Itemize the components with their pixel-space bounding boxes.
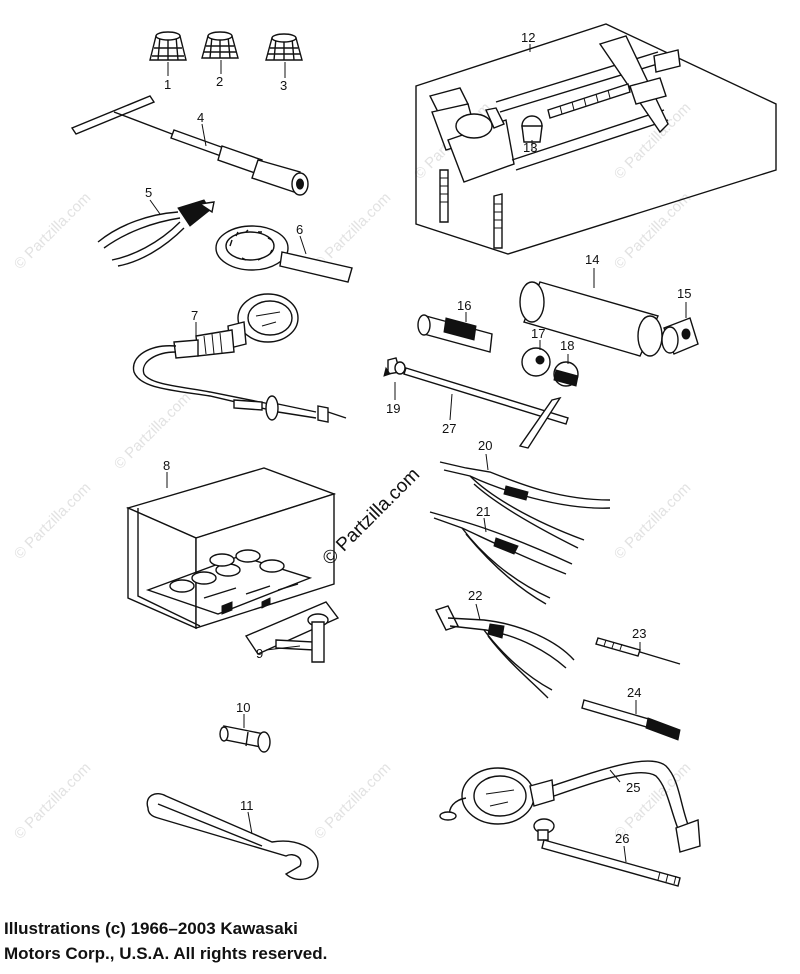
faint-watermark: © Partzilla.com <box>11 479 94 562</box>
label-1: 1 <box>164 77 171 92</box>
label-13: 13 <box>523 140 537 155</box>
label-27: 27 <box>442 421 456 436</box>
copyright-line-1: Illustrations (c) 1966–2003 Kawasaki <box>4 919 298 938</box>
tool-case-drawing <box>125 467 337 630</box>
label-2: 2 <box>216 74 223 89</box>
label-12: 12 <box>521 30 535 45</box>
label-3: 3 <box>280 78 287 93</box>
punch-drawing <box>595 637 681 665</box>
faint-watermark: © Partzilla.com <box>11 189 94 272</box>
label-6: 6 <box>296 222 303 237</box>
label-23: 23 <box>632 626 646 641</box>
label-26: 26 <box>615 831 629 846</box>
bearing-cone-2-drawing <box>201 31 239 59</box>
faint-watermark: © Partzilla.com <box>311 759 394 842</box>
faint-watermark: © Partzilla.com <box>611 189 694 272</box>
label-24: 24 <box>627 685 641 700</box>
faint-watermarks: © Partzilla.com© Partzilla.com© Partzill… <box>11 99 694 842</box>
hook-spanner-drawing <box>146 792 319 881</box>
label-19: 19 <box>386 401 400 416</box>
cutters-drawing <box>97 199 215 267</box>
label-25: 25 <box>626 780 640 795</box>
label-8: 8 <box>163 458 170 473</box>
gauge-hose-drawing <box>439 760 701 853</box>
faint-watermark: © Partzilla.com <box>111 389 194 472</box>
socket-drawing <box>219 725 271 753</box>
bearing-puller-drawing <box>415 23 777 255</box>
faint-watermark: © Partzilla.com <box>311 189 394 272</box>
bearing-cone-3-drawing <box>265 33 303 61</box>
adapter-drawing <box>533 818 681 887</box>
label-16: 16 <box>457 298 471 313</box>
t-handle-driver-drawing <box>70 95 309 196</box>
faint-watermark: © Partzilla.com <box>11 759 94 842</box>
faint-watermark: © Partzilla.com <box>611 479 694 562</box>
label-10: 10 <box>236 700 250 715</box>
pin-tool-drawing <box>581 699 681 741</box>
label-17: 17 <box>531 326 545 341</box>
driver-set-drawing <box>383 314 579 449</box>
driver-tube-drawing <box>519 281 699 357</box>
compression-gauge-drawing <box>132 293 347 423</box>
label-15: 15 <box>677 286 691 301</box>
circlip-pliers-drawing <box>429 461 611 605</box>
copyright-footer: Illustrations (c) 1966–2003 Kawasaki Mot… <box>4 916 327 966</box>
label-4: 4 <box>197 110 204 125</box>
label-11: 11 <box>240 798 254 813</box>
label-18: 18 <box>560 338 574 353</box>
label-5: 5 <box>145 185 152 200</box>
label-22: 22 <box>468 588 482 603</box>
spanner-ring-drawing <box>215 225 353 283</box>
label-7: 7 <box>191 308 198 323</box>
label-14: 14 <box>585 252 599 267</box>
label-9: 9 <box>256 646 263 661</box>
label-20: 20 <box>478 438 492 453</box>
bearing-cone-1-drawing <box>149 31 187 61</box>
copyright-line-2: Motors Corp., U.S.A. All rights reserved… <box>4 944 328 963</box>
pliers-22-drawing <box>435 605 575 699</box>
callout-labels: 1 2 3 4 5 6 7 8 9 10 11 12 13 14 15 16 1… <box>145 30 691 846</box>
label-21: 21 <box>476 504 490 519</box>
